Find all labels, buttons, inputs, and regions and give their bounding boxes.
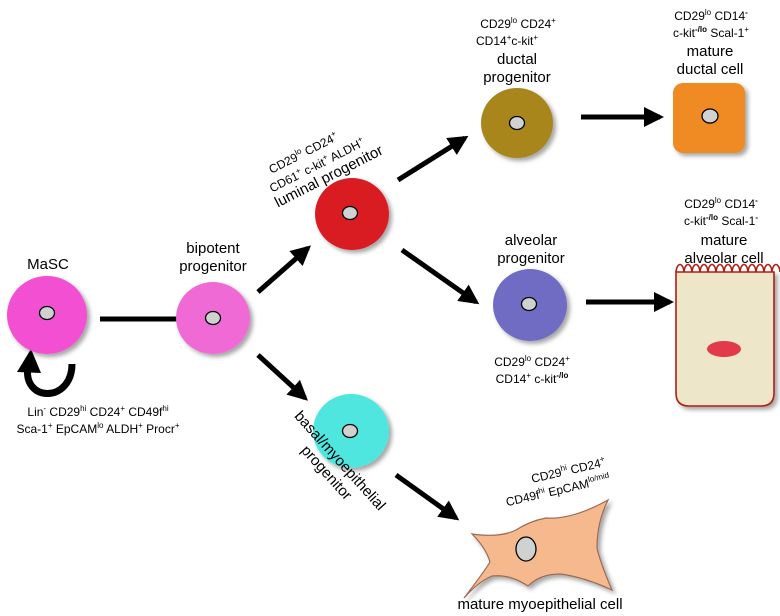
mature-ductal-label-line1: mature [686,43,734,60]
alveolar-markers-line1: CD29lo CD24+ [494,354,570,369]
bipotent-label-line1: bipotent [186,240,240,257]
alveolar-label: alveolar progenitor [486,232,576,268]
mature-alveolar-markers-line2: c-kit-/lo Scal-1- [683,213,759,228]
mature-alveolar-markers-line1: CD29lo CD14- [684,196,758,211]
arrow-luminal-to-ductal [396,135,469,183]
cell-mature-myoepithelial [463,498,614,599]
bipotent-label-line2: progenitor [179,258,247,275]
mature-ductal-markers: CD29lo CD14- c-kit-/lo Scal-1+ [656,6,766,40]
arrow-luminal-to-alveolar [400,247,480,305]
mature-alveolar-label-line1: mature [700,232,748,249]
cell-mature-alveolar [675,263,780,407]
alveolar-markers-line2: CD14+ c-kit-/lo [495,371,569,386]
alveolar-markers: CD29lo CD24+ CD14+ c-kit-/lo [478,352,586,386]
mature-ductal-markers-line1: CD29lo CD14- [674,8,748,23]
alveolar-label-line2: progenitor [497,250,565,267]
cell-bipotent [176,282,250,354]
masc-label: MaSC [27,256,69,273]
ductal-label: ductal progenitor [472,51,562,87]
self-renewal-arrow [24,363,76,397]
arrow-bipotent-to-basal [256,353,308,401]
mature-ductal-markers-line2: c-kit-/lo Scal-1+ [672,25,750,40]
alveolar-label-line1: alveolar [504,232,558,249]
nucleus [520,296,538,312]
masc-markers: Lin- CD29hi CD24+ CD49fhi Sca-1+ EpCAMlo… [0,402,196,436]
cell-basal [313,394,389,468]
ductal-label-line2: progenitor [483,69,551,86]
arrow-basal-to-myoepithelial [394,472,460,521]
nucleus [341,423,359,439]
mature-alveolar-label-line2: alveolar cell [684,250,764,267]
cell-ductal [481,88,553,158]
masc-markers-line1: Lin- CD29hi CD24+ CD49fhi [27,404,169,419]
mature-alveolar-label: mature alveolar cell [668,232,780,268]
cell-masc [7,276,87,354]
mature-alveolar-markers: CD29lo CD14- c-kit-/lo Scal-1- [664,194,778,228]
ductal-markers-line1: CD29lo CD24+ [480,16,556,31]
self-renewal-arrowhead [17,349,41,373]
masc-markers-line2: Sca-1+ EpCAMlo ALDH+ Procr+ [16,421,180,436]
ductal-markers-line2: CD14+c-kit+ [476,33,539,48]
nucleus [508,115,526,131]
ductal-label-line1: ductal [496,51,538,68]
nucleus [204,310,222,326]
nucleus [515,536,537,562]
mature-myoepithelial-label: mature myoepithelial cell [457,596,623,613]
mature-ductal-label: mature ductal cell [660,43,760,79]
cell-alveolar [493,269,567,341]
nucleus [707,341,741,357]
nucleus [341,205,359,221]
bipotent-label: bipotent progenitor [170,240,256,276]
nucleus [38,305,56,321]
cell-luminal [315,178,389,250]
nucleus [701,108,719,124]
cell-mature-ductal [673,83,745,153]
arrow-bipotent-to-luminal [256,245,312,294]
ductal-markers: CD29lo CD24+ CD14+c-kit+ [466,14,570,48]
mature-ductal-label-line2: ductal cell [676,61,744,78]
